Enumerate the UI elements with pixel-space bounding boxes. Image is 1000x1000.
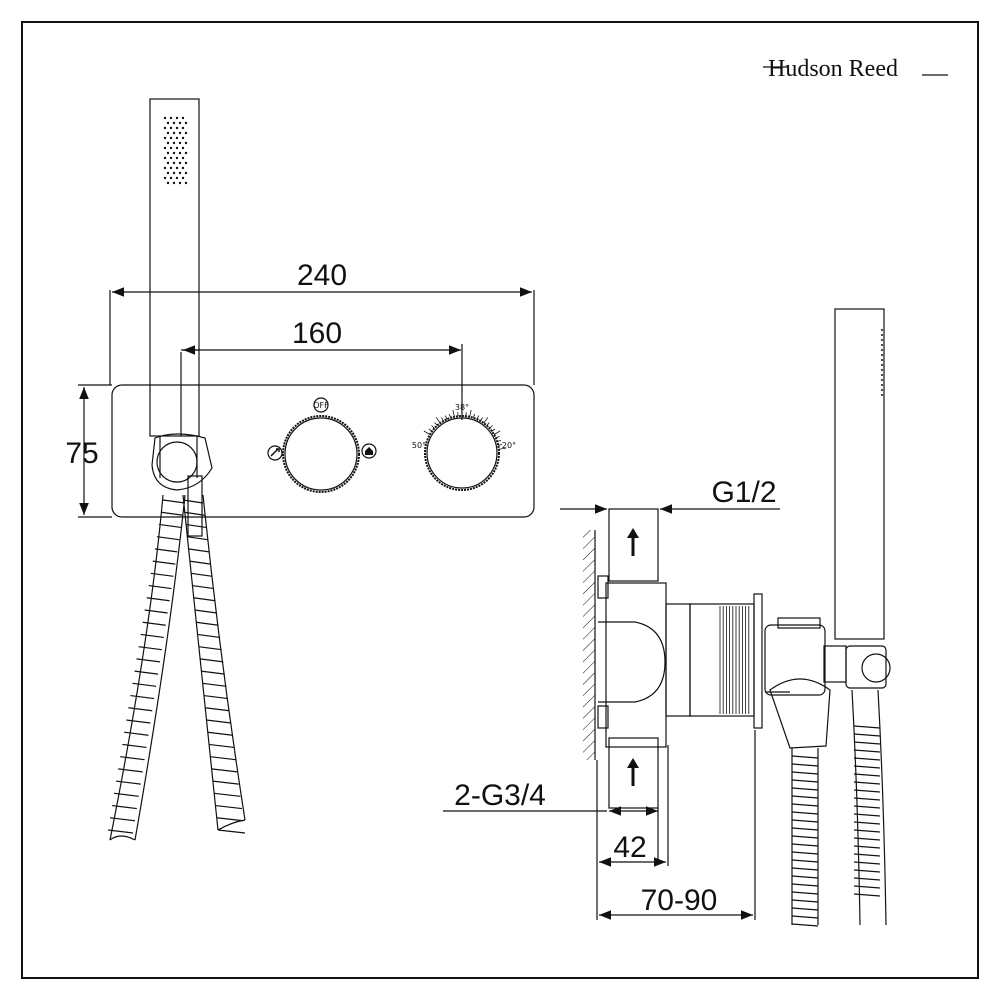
- front-view: OFF 38° 50° 20° 240: [65, 98, 535, 841]
- valve-body: [597, 575, 763, 748]
- wall-plate: [111, 384, 535, 518]
- dimension-install-depth: 70-90: [599, 730, 756, 920]
- inlet-thread-label: 2-G3/4: [454, 779, 546, 812]
- dimension-outlet-thread: G1/2: [560, 476, 780, 514]
- hand-shower-side: [834, 308, 885, 640]
- side-shower-holder: [764, 617, 891, 749]
- temp-min-label: 20°: [502, 441, 516, 450]
- shower-hose: [107, 494, 246, 841]
- brand-logo: Hudson Reed: [763, 56, 948, 82]
- hand-shower-front: [149, 98, 200, 437]
- thermostat-knob[interactable]: 38° 50° 20°: [412, 403, 516, 491]
- valve-spacing-label: 160: [292, 317, 342, 350]
- side-view: G1/2 2-G3/4 42 70-90: [443, 308, 891, 927]
- temp-max-label: 50°: [412, 441, 426, 450]
- hand-shower-icon: [267, 445, 283, 461]
- install-depth-label: 70-90: [641, 884, 718, 917]
- wall-section-hatch: [583, 530, 595, 760]
- off-label: OFF: [313, 401, 329, 410]
- plate-height-label: 75: [65, 437, 98, 470]
- side-shower-hose: [791, 689, 887, 927]
- overhead-shower-icon: [361, 443, 377, 459]
- off-label-badge: OFF: [313, 397, 329, 413]
- shower-nozzle-grid: [163, 116, 188, 185]
- temperature-scale-ticks: [423, 409, 506, 450]
- overall-width-label: 240: [297, 259, 347, 292]
- body-depth-label: 42: [613, 831, 646, 864]
- dimension-inlet-thread: 2-G3/4: [443, 779, 659, 863]
- outlet-pipe: [608, 508, 659, 582]
- outlet-thread-label: G1/2: [711, 476, 776, 509]
- brand-name: Hudson Reed: [768, 56, 898, 82]
- dimension-body-depth: 42: [596, 745, 669, 920]
- diverter-knob[interactable]: OFF: [267, 397, 377, 493]
- dimension-plate-height: 75: [65, 384, 112, 518]
- dimension-overall-width: 240: [109, 259, 535, 385]
- dimension-valve-spacing: 160: [181, 317, 463, 420]
- shower-holder-bracket: [151, 352, 213, 537]
- drawing-frame: [21, 21, 979, 979]
